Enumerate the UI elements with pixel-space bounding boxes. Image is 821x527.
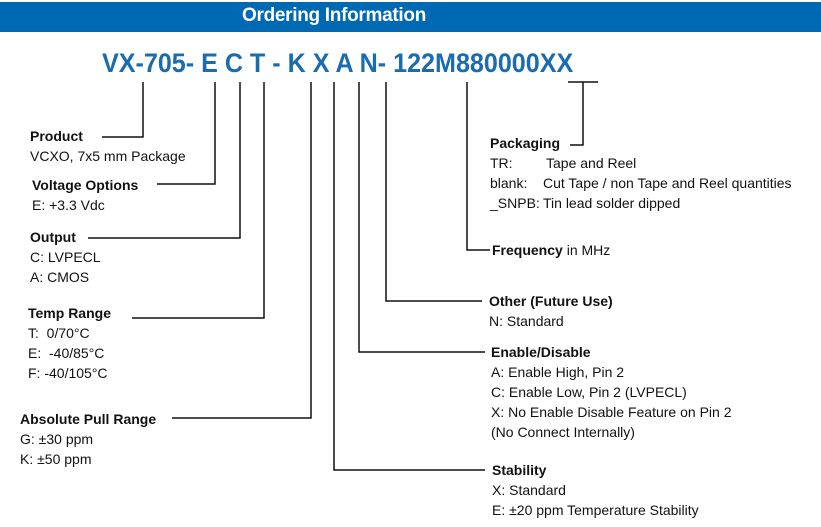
line-temp	[132, 82, 265, 319]
page-title: Ordering Information	[242, 5, 427, 26]
other-section: Other (Future Use)N: Standard	[489, 293, 613, 329]
part-number: VX-705- E C T - K X A N- 122M880000XX	[102, 48, 574, 78]
line-other	[385, 82, 482, 302]
line-pull	[172, 82, 312, 419]
line-enable	[358, 82, 485, 353]
header-banner: Ordering Information	[0, 2, 821, 32]
line-frequency	[466, 82, 490, 251]
frequency-section: Frequency in MHz	[492, 242, 611, 258]
line-packaging	[570, 82, 584, 146]
line-stability	[333, 82, 485, 471]
line-product	[102, 82, 144, 138]
line-voltage	[157, 82, 216, 185]
line-output	[88, 82, 241, 239]
